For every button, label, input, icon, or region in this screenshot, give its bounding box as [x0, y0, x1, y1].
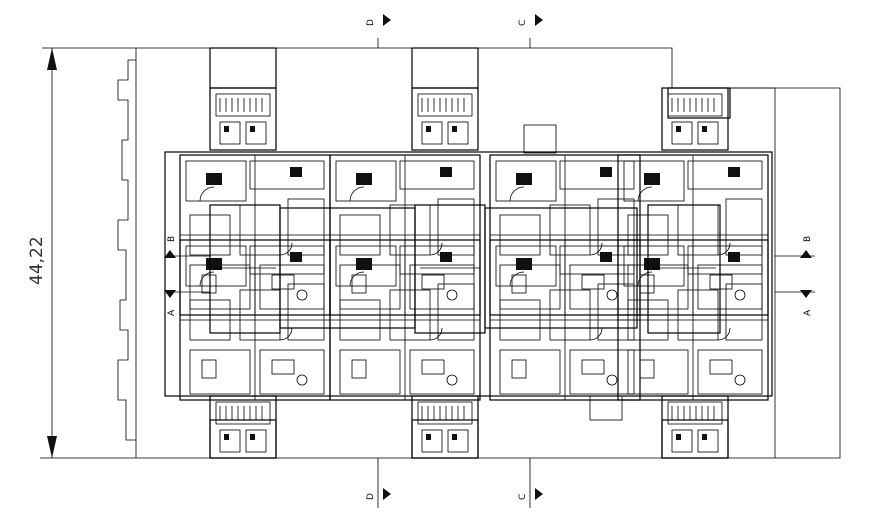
section-b-right-arrow-icon: [800, 250, 812, 258]
section-c-top-arrow-icon: [535, 14, 543, 26]
section-label-a-right: A: [803, 309, 813, 316]
section-label-b-left: B: [167, 236, 177, 242]
section-label-c-top: C: [518, 20, 528, 26]
section-c-bottom-arrow-icon: [535, 488, 543, 500]
section-a-left-arrow-icon: [164, 290, 176, 298]
section-b-left-arrow-icon: [164, 250, 176, 258]
section-a-right-arrow-icon: [800, 290, 812, 298]
section-d-bottom-arrow-icon: [383, 488, 391, 500]
section-label-b-right: B: [803, 236, 813, 242]
section-label-a-left: A: [167, 309, 177, 316]
section-label-d-top: D: [366, 19, 376, 26]
section-d-top-arrow-icon: [383, 14, 391, 26]
section-label-c-bottom: C: [518, 494, 528, 500]
section-label-d-bottom: D: [366, 493, 376, 500]
dimension-label: 44,22: [27, 236, 47, 285]
